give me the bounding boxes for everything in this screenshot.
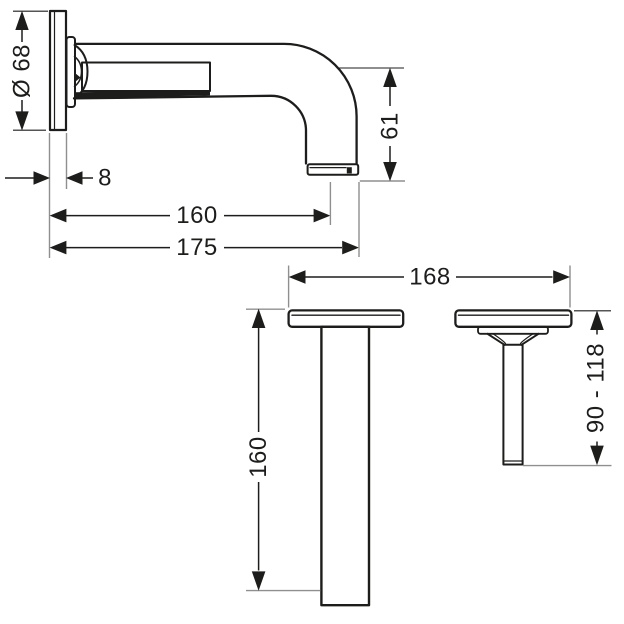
dim-label-drop: 61 xyxy=(377,112,404,140)
arrowhead-down xyxy=(383,162,397,182)
dim-label-height-range: 90 - 118 xyxy=(583,343,610,433)
dimension-total-reach: 175 xyxy=(49,234,359,261)
spout-side-view xyxy=(48,9,360,176)
arrowhead-left xyxy=(288,270,306,284)
spout-panel xyxy=(81,61,211,92)
dim-label-thickness: 8 xyxy=(98,165,112,192)
spout-stem xyxy=(320,325,371,607)
dim-label-stem-length: 160 xyxy=(245,436,272,478)
spout-top-plate xyxy=(287,309,405,328)
dimension-stem-length: 160 xyxy=(245,308,321,592)
spout-panel-shadow xyxy=(74,90,210,99)
arrowhead-right xyxy=(33,171,50,185)
dimension-reach: 160 xyxy=(49,202,331,229)
dimension-drop: 61 xyxy=(329,67,405,257)
valve-cone-inner xyxy=(492,333,534,345)
aerator-notch xyxy=(346,167,352,174)
arrowhead-left xyxy=(66,171,83,185)
adapter-body xyxy=(65,36,76,108)
dim-label-diameter: Ø 68 xyxy=(9,44,36,98)
dim-label-reach: 160 xyxy=(176,202,218,229)
handle-plate xyxy=(454,309,573,328)
dimension-thickness: 8 xyxy=(5,133,112,258)
arrowhead-up xyxy=(590,310,604,330)
dimension-span: 168 xyxy=(287,264,571,308)
valve-stem xyxy=(502,343,524,466)
handle-subplate xyxy=(477,325,549,335)
arrowhead-left xyxy=(49,240,67,255)
adapter-shadow xyxy=(75,73,81,82)
dimension-diameter: Ø 68 xyxy=(9,10,48,131)
arrowhead-right xyxy=(342,240,359,255)
arrowhead-down xyxy=(15,111,29,131)
arrowhead-up xyxy=(251,308,266,328)
spout-front-view xyxy=(287,309,405,607)
arrowhead-left xyxy=(49,208,67,223)
arrowhead-right xyxy=(313,208,331,223)
valve-side-view xyxy=(454,309,573,466)
arrowhead-right xyxy=(553,270,570,284)
aerator xyxy=(306,163,360,176)
spout-outer-profile xyxy=(74,42,358,165)
wall-escutcheon xyxy=(48,9,68,132)
spout-inner-profile xyxy=(72,94,308,165)
dim-label-total-reach: 175 xyxy=(176,234,218,261)
dim-label-span: 168 xyxy=(409,264,451,291)
arrowhead-up xyxy=(383,67,397,87)
arrowhead-up xyxy=(15,10,29,31)
dimension-height-range: 90 - 118 xyxy=(523,310,612,467)
arrowhead-down xyxy=(590,445,604,466)
arrowhead-down xyxy=(251,571,266,591)
